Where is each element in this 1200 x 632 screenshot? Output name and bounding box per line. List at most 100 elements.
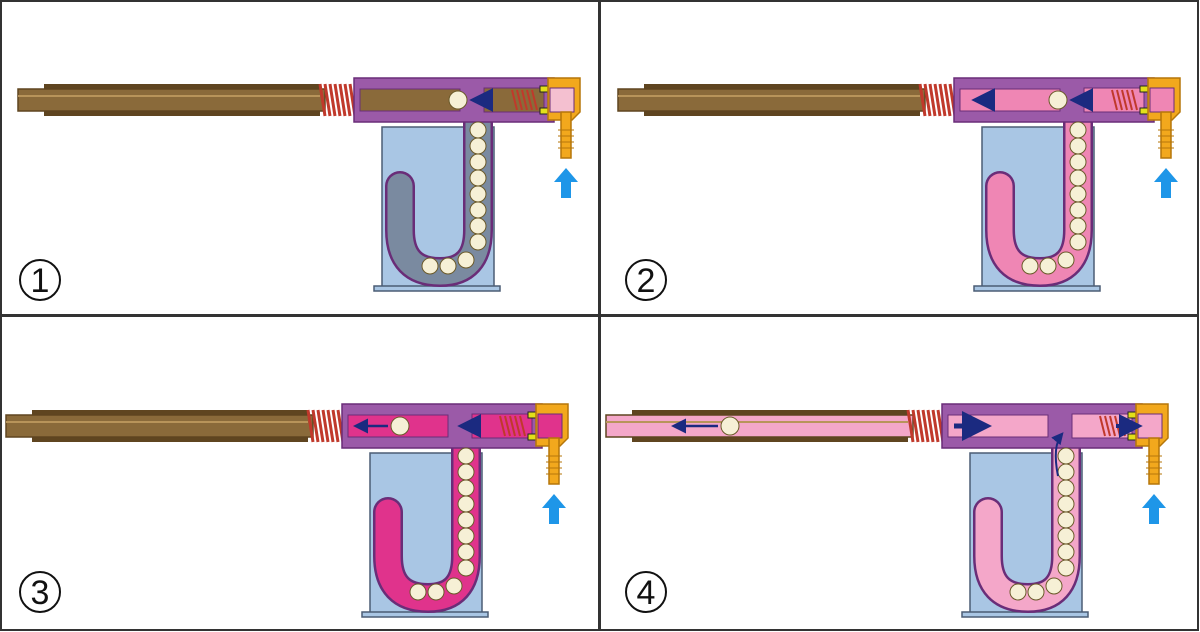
panel-2-label-circle xyxy=(625,259,667,301)
piston-spring-coil xyxy=(1126,89,1133,111)
ball xyxy=(1069,185,1087,203)
barrel-bore xyxy=(17,88,326,112)
panel-3: 3 xyxy=(0,315,600,631)
ball xyxy=(469,153,487,171)
ball xyxy=(1057,479,1075,497)
ball xyxy=(1027,583,1045,601)
spring-coil xyxy=(906,409,915,443)
spring-coil xyxy=(928,83,937,117)
panel-1-label-circle xyxy=(19,259,61,301)
ball xyxy=(457,447,475,465)
ball xyxy=(1039,257,1057,275)
air-inlet-fitting xyxy=(1160,111,1172,159)
ball xyxy=(1069,169,1087,187)
ball xyxy=(1069,201,1087,219)
piston-spring-coil xyxy=(1121,89,1128,111)
panel-4-label: 4 xyxy=(637,574,656,612)
air-supply-arrow xyxy=(1154,168,1178,198)
barrel-bore xyxy=(617,88,926,112)
ball xyxy=(457,495,475,513)
piston-spring-coil xyxy=(519,415,526,437)
piston-spring-coil xyxy=(526,89,533,111)
piston-spring-coil xyxy=(509,415,516,437)
spring-coil xyxy=(333,83,342,117)
seal-top xyxy=(539,85,549,93)
spring-coil xyxy=(933,83,942,117)
ball xyxy=(1057,511,1075,529)
panel-2: 2 xyxy=(599,0,1199,316)
ball xyxy=(457,559,475,577)
spring-coil xyxy=(931,409,940,443)
ball xyxy=(469,217,487,235)
spring-coil xyxy=(921,409,930,443)
cap-port xyxy=(537,413,563,439)
ball xyxy=(1069,137,1087,155)
panel-1-label: 1 xyxy=(31,262,50,300)
piston-spring-coil xyxy=(514,415,521,437)
spring-coil xyxy=(326,409,335,443)
air-supply-arrow xyxy=(554,168,578,198)
air-inlet-fitting xyxy=(1148,437,1160,485)
ball xyxy=(469,169,487,187)
ball xyxy=(1057,543,1075,561)
barrel-bore xyxy=(605,414,914,438)
ball xyxy=(445,577,463,595)
air-inlet-fitting xyxy=(560,111,572,159)
ball xyxy=(1069,121,1087,139)
panel-2-mechanism xyxy=(617,77,1181,292)
seal-top xyxy=(1127,411,1137,419)
housing-chamber xyxy=(359,88,461,112)
panel-3-label: 3 xyxy=(31,574,50,612)
launched-ball xyxy=(390,416,410,436)
ball xyxy=(1009,583,1027,601)
launched-ball xyxy=(1048,90,1068,110)
ball xyxy=(1057,447,1075,465)
piston-spring-coil xyxy=(1109,415,1116,437)
spring-coil xyxy=(331,409,340,443)
panel-3-frame xyxy=(0,315,600,631)
panel-4-label-circle xyxy=(625,571,667,613)
air-supply-arrow xyxy=(542,494,566,524)
spring-coil xyxy=(318,83,327,117)
ball xyxy=(457,527,475,545)
spring-coil xyxy=(923,83,932,117)
ball xyxy=(1057,559,1075,577)
spring-coil xyxy=(323,83,332,117)
spring-coil xyxy=(938,83,947,117)
ball xyxy=(1069,153,1087,171)
ball xyxy=(421,257,439,275)
cap-port xyxy=(1149,87,1175,113)
spring-coil xyxy=(343,83,352,117)
panel-4: 4 xyxy=(599,315,1199,631)
ball xyxy=(469,121,487,139)
piston-spring-coil xyxy=(1111,89,1118,111)
piston-spring-coil xyxy=(521,89,528,111)
ball xyxy=(457,543,475,561)
panel-1-frame xyxy=(0,0,600,316)
ball xyxy=(409,583,427,601)
ball xyxy=(427,583,445,601)
piston-spring-coil xyxy=(1116,89,1123,111)
cap-port xyxy=(549,87,575,113)
spring-coil xyxy=(316,409,325,443)
piston-spring-coil xyxy=(531,89,538,111)
seal-bottom xyxy=(539,107,549,115)
panel-2-label: 2 xyxy=(637,262,656,300)
spring-coil xyxy=(311,409,320,443)
spring-coil xyxy=(943,83,952,117)
piston-spring-coil xyxy=(1131,89,1138,111)
panel-2-frame xyxy=(599,0,1199,316)
ball xyxy=(1045,577,1063,595)
spring-coil xyxy=(338,83,347,117)
piston-spring-coil xyxy=(1104,415,1111,437)
seal-bottom xyxy=(527,433,537,441)
seal-top xyxy=(1139,85,1149,93)
piston-spring-coil xyxy=(511,89,518,111)
refill-arrow xyxy=(1051,432,1064,477)
ball xyxy=(469,137,487,155)
spring-coil xyxy=(911,409,920,443)
ball xyxy=(457,479,475,497)
cap-port xyxy=(1137,413,1163,439)
spring-coil xyxy=(926,409,935,443)
